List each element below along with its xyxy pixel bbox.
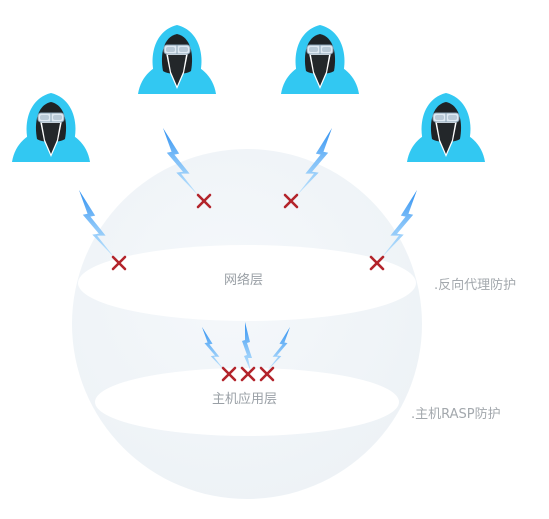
host-rasp-protection-label: .主机RASP防护	[411, 407, 501, 422]
reverse-proxy-protection-label: .反向代理防护	[434, 278, 517, 293]
hacker-icon	[137, 24, 217, 95]
network-layer-band	[78, 245, 416, 321]
hacker-icon	[11, 92, 91, 163]
host-layer-band	[95, 368, 399, 436]
defense-sphere	[72, 149, 422, 499]
lightning-icon	[242, 322, 252, 372]
hacker-icon	[406, 92, 486, 163]
network-layer-label: 网络层	[224, 273, 264, 288]
hacker-icon	[280, 24, 360, 95]
host-layer-label: 主机应用层	[212, 392, 278, 407]
